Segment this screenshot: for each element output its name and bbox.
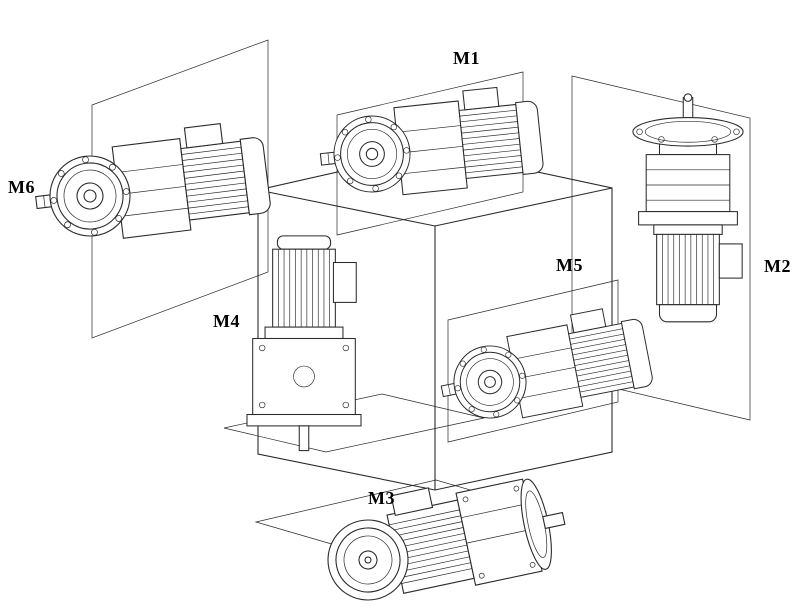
gearmotor-m2 [632,93,744,323]
label-m3: M3 [368,488,395,508]
gearmotor-m4 [246,235,362,452]
mounting-plane-m6 [91,39,269,339]
gearmotor-m6 [29,118,273,249]
label-m5: M5 [556,255,583,275]
gearmotor-m1 [314,82,546,204]
label-m1: M1 [453,48,480,68]
mounting-plane-m1 [336,71,524,236]
mounting-plane-m5 [447,279,619,443]
label-m2: M2 [764,256,791,276]
gearmotor-m3 [316,461,574,613]
label-m4: M4 [213,311,240,331]
gearmotor-m5 [432,301,656,433]
label-m6: M6 [8,177,35,197]
